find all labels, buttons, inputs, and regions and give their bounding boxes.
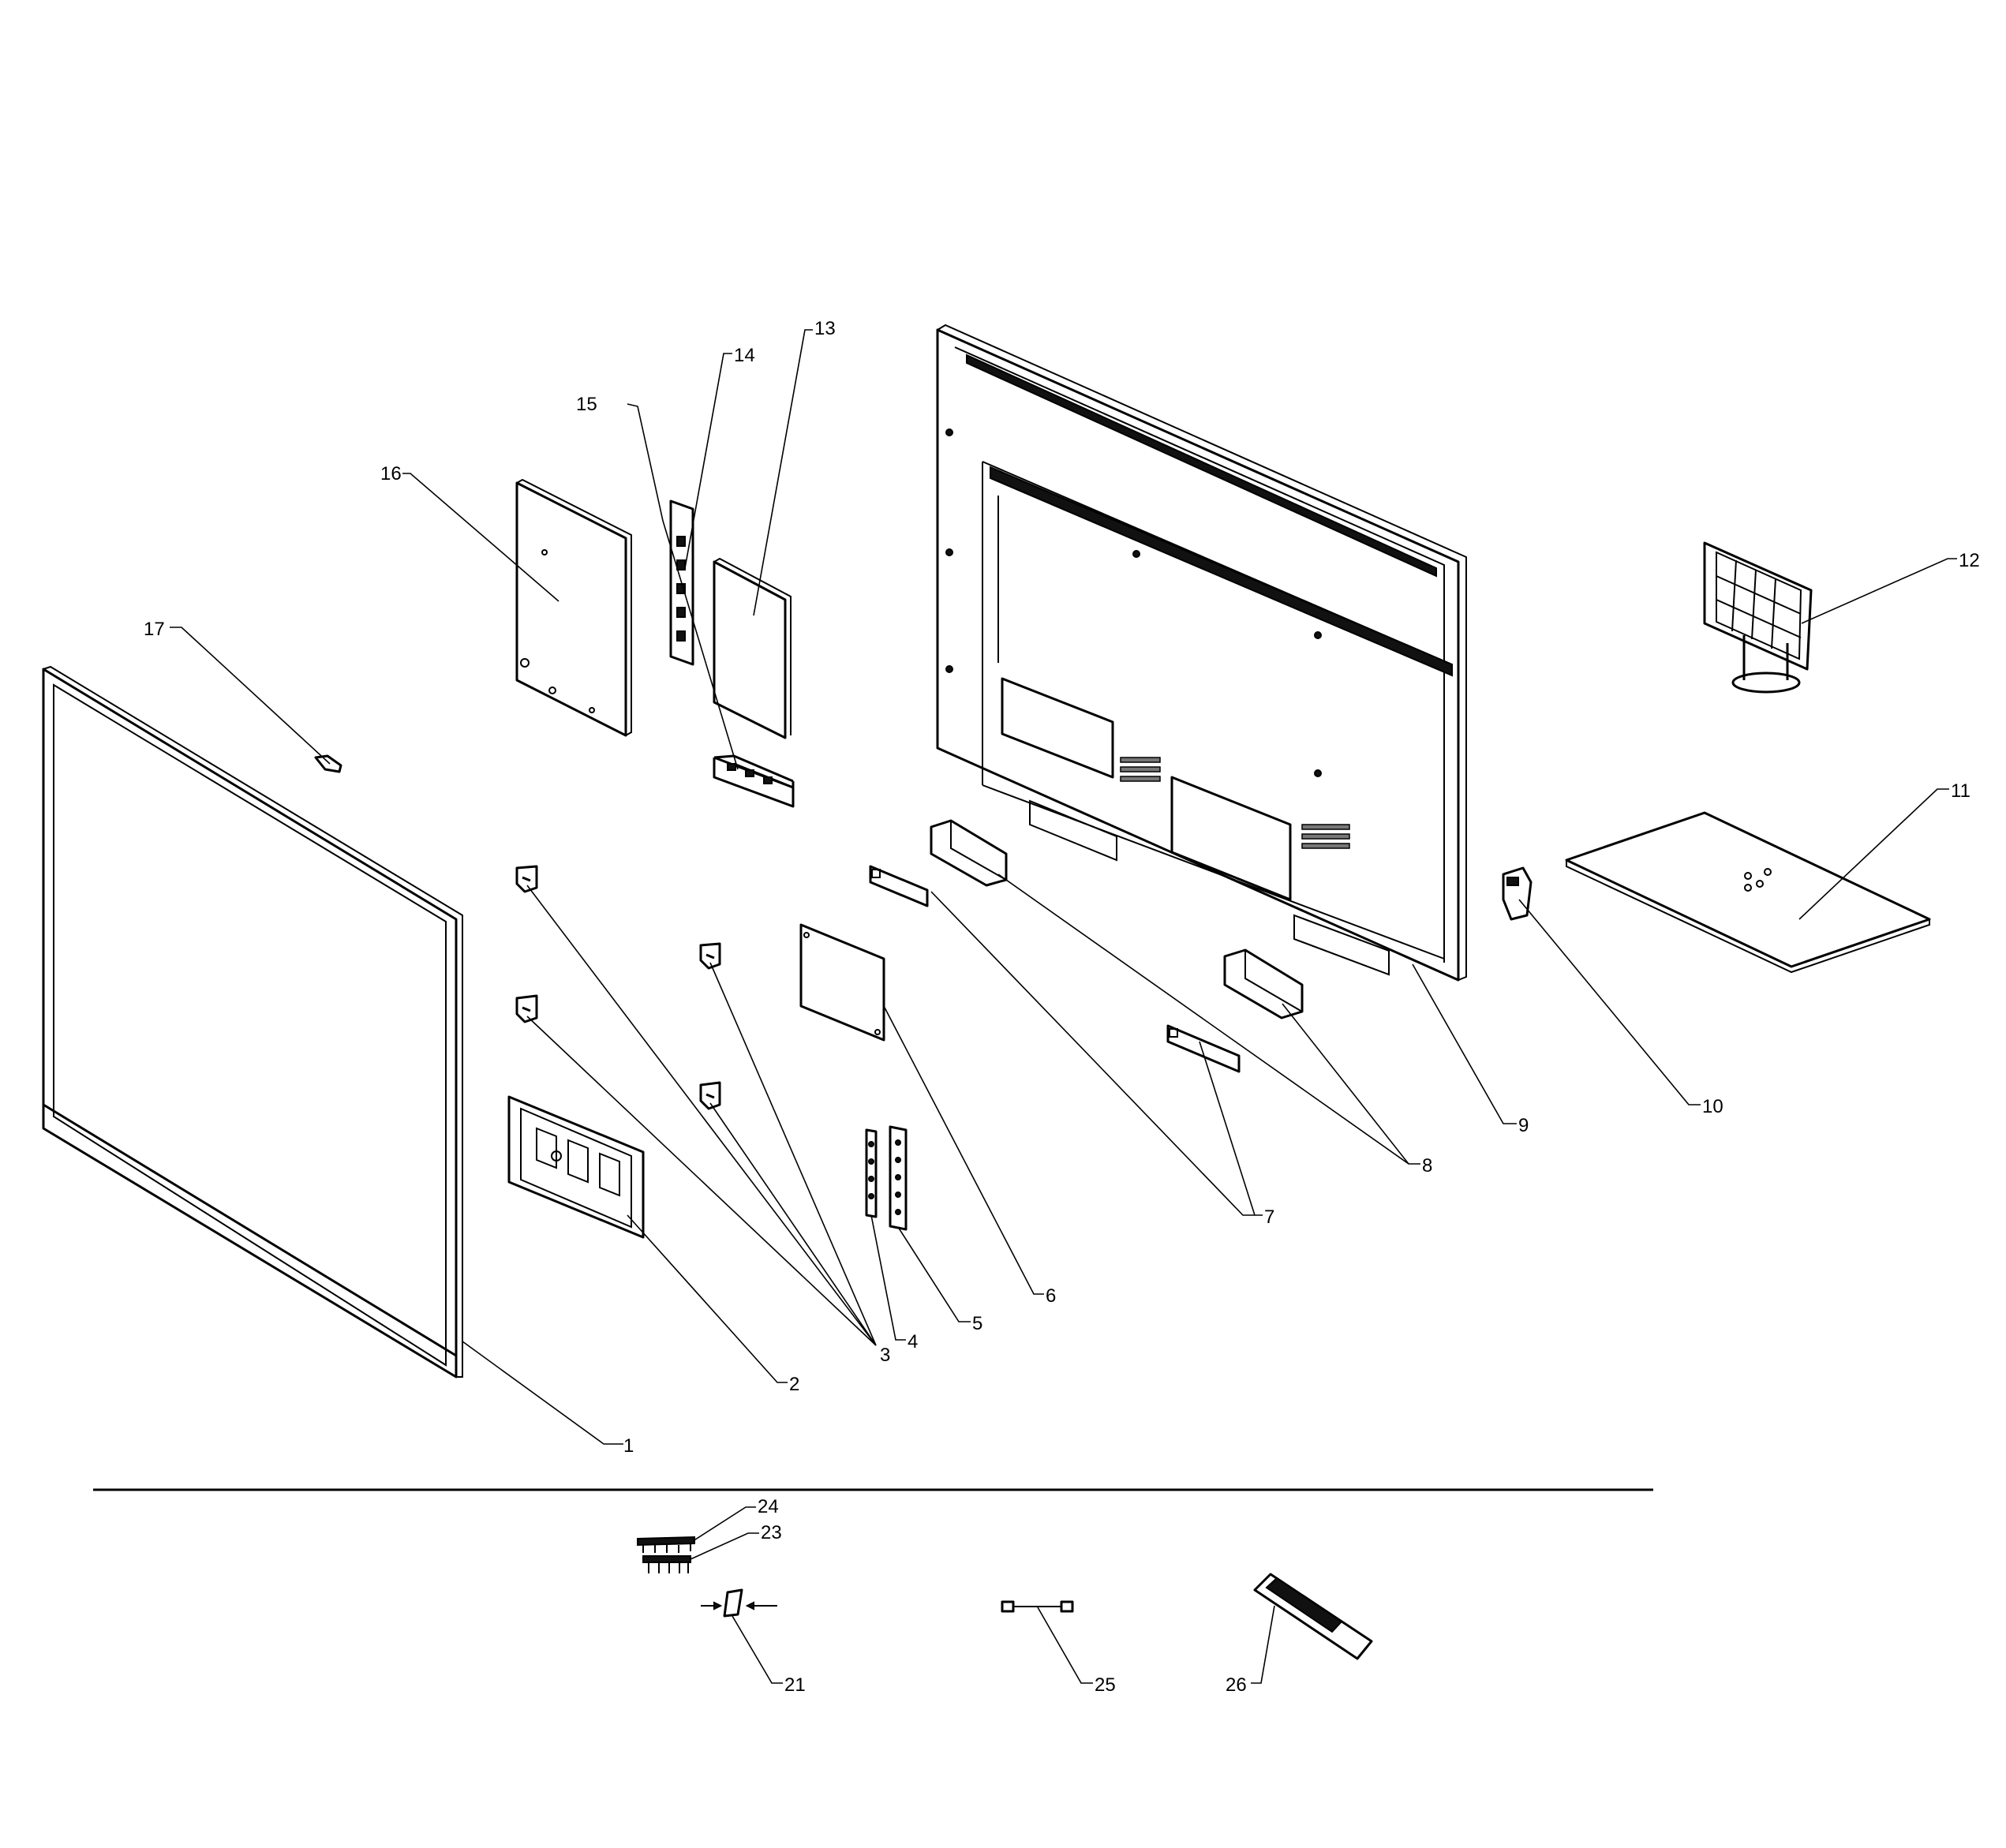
callout-23: 23 — [761, 1522, 782, 1543]
callout-12: 12 — [1959, 550, 1980, 571]
part-23-screws — [642, 1555, 691, 1573]
part-1-front-bezel — [42, 665, 463, 1379]
callout-25: 25 — [1095, 1674, 1116, 1696]
part-11-stand-base — [1565, 811, 1931, 974]
callout-13: 13 — [814, 318, 836, 339]
callout-7: 7 — [1264, 1206, 1274, 1228]
part-13-sub-board — [713, 557, 792, 739]
callout-17: 17 — [144, 619, 165, 640]
part-12-stand-neck — [1703, 541, 1813, 694]
callout-labels: 1 2 3 4 5 6 7 8 9 10 11 12 13 14 15 16 1… — [144, 318, 1980, 1696]
part-26-remote-control — [1253, 1573, 1373, 1660]
callout-11: 11 — [1951, 780, 1970, 802]
part-3-brackets — [515, 865, 721, 1110]
callout-6: 6 — [1046, 1285, 1056, 1307]
part-7-speaker-brackets — [869, 865, 1241, 1073]
part-16-main-board — [515, 478, 632, 737]
callout-24: 24 — [758, 1496, 779, 1517]
callout-9: 9 — [1518, 1115, 1529, 1136]
part-15-connector-bracket — [713, 754, 795, 808]
callout-14: 14 — [734, 345, 755, 366]
callout-2: 2 — [789, 1374, 799, 1395]
callout-16: 16 — [380, 463, 402, 484]
part-14-side-bracket — [669, 499, 694, 666]
callout-26: 26 — [1226, 1674, 1247, 1696]
callout-10: 10 — [1702, 1096, 1723, 1117]
part-9-back-cover — [936, 324, 1467, 982]
part-10-bracket — [1502, 866, 1533, 921]
callout-1: 1 — [623, 1435, 634, 1457]
callout-8: 8 — [1422, 1155, 1432, 1177]
part-2-mount-plate — [507, 1095, 645, 1239]
callout-3: 3 — [880, 1345, 890, 1366]
part-25-cable — [1001, 1600, 1074, 1613]
part-24-screws — [637, 1536, 695, 1553]
leader-lines — [170, 329, 1957, 1684]
callout-21: 21 — [784, 1674, 806, 1696]
callout-15: 15 — [576, 394, 597, 415]
part-21-ferrite-core — [701, 1588, 777, 1618]
callout-4: 4 — [908, 1331, 918, 1352]
part-6-shield-plate — [799, 923, 885, 1042]
part-4-key-board — [865, 1128, 878, 1218]
part-17-clip — [314, 754, 342, 773]
part-5-key-board — [889, 1125, 908, 1231]
callout-5: 5 — [972, 1313, 982, 1334]
